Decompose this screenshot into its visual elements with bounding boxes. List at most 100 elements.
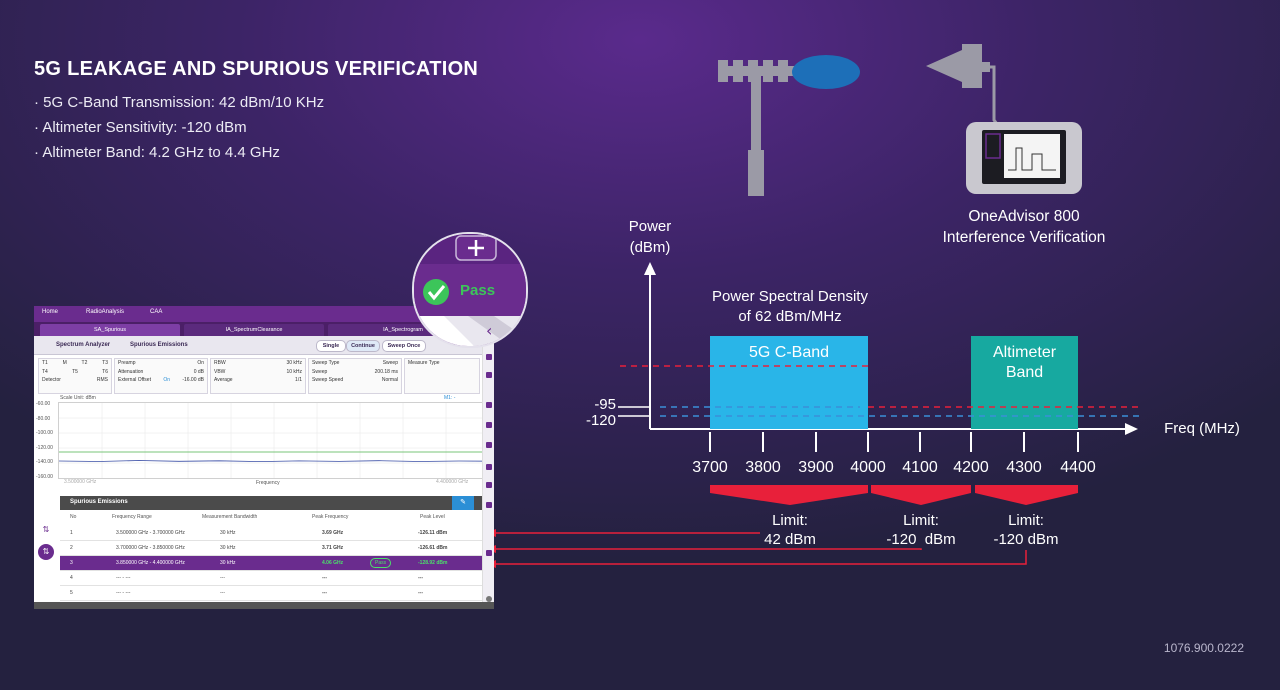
cell-bw: 30 kHz [220,530,236,536]
oneadvisor-device-icon [966,122,1082,194]
cell-peak-freq: 3.69 GHz [322,530,344,536]
freq-label: Frequency [256,480,280,486]
marker-table-icon[interactable] [486,502,492,508]
table-title: Spurious Emissions [70,499,128,505]
limit-connectors [494,532,1027,565]
bullet-cband-transmission: · 5G C-Band Transmission: 42 dBm/10 KHz [34,94,325,111]
analyzer-y-tick: -160.00 [36,473,53,480]
table-row[interactable]: 5--- - ------------ [60,586,482,601]
cell-bw: 30 kHz [220,545,236,551]
col-peak-level: Peak Level [420,514,445,520]
camera-icon[interactable] [486,550,492,556]
limit-bracket-altimeter [975,485,1078,505]
sweep-once-button[interactable]: Sweep Once [382,340,426,352]
x-tick-label: 4100 [902,459,938,476]
pass-badge: Pass [370,558,392,568]
help-icon[interactable] [486,596,492,602]
cell-no: 1 [70,530,73,536]
cell-bw: --- [220,575,225,581]
stop-freq[interactable]: 4.400000 GHz [436,479,469,485]
analyzer-y-tick: -80.00 [36,415,51,422]
mode-label: Spectrum Analyzer [56,342,111,348]
limit-gap-line2: -120 dBm [886,531,956,548]
analyzer-y-tick: -100.00 [36,430,53,436]
save-icon[interactable] [486,422,492,428]
x-tick-label: 4200 [953,459,989,476]
bullet-altimeter-band: · Altimeter Band: 4.2 GHz to 4.4 GHz [34,144,280,161]
altimeter-label-line2: Band [1005,364,1044,381]
spectrum-plot[interactable] [58,402,490,479]
folder-icon[interactable] [486,442,492,448]
cell-peak-level: -128.92 dBm [418,560,448,566]
cell-no: 4 [70,575,73,581]
antenna-icon [718,55,860,196]
settings-icon[interactable] [486,354,492,360]
device-screen [982,130,1066,184]
receiver-antenna-icon [926,44,1002,129]
peak-marker-icon[interactable] [486,482,492,488]
device-label-line1: OneAdvisor 800 [968,208,1080,225]
bullet-altimeter-sensitivity: · Altimeter Sensitivity: -120 dBm [34,119,247,136]
refresh-icon[interactable]: ⇅ [38,544,54,560]
device-label-line2: Interference Verification [942,229,1106,246]
cell-range: --- - --- [116,590,131,596]
spurious-table-header: Spurious Emissions ✎ [60,496,482,510]
lock-icon[interactable] [486,402,492,408]
table-row[interactable]: 1 3.500000 GHz - 3.700000 GHz 30 kHz 3.69 G… [60,526,482,541]
nav-caa[interactable]: CAA [150,309,163,315]
cell-peak-level: -126.11 dBm [418,530,448,536]
marker-icon[interactable] [486,464,492,470]
y-tick-label-minus95: -95 [594,396,616,413]
continue-button[interactable]: Continue [346,340,380,352]
sync-icon[interactable]: ⇅ [42,525,50,534]
x-tick-label: 4400 [1060,459,1096,476]
cband-label: 5G C-Band [748,344,830,361]
cell-no: 2 [70,545,73,551]
nav-radio-analysis[interactable]: RadioAnalysis [86,309,125,315]
altimeter-label-line1: Altimeter [992,344,1057,361]
x-axis-label: Freq (MHz) [1164,420,1240,437]
y-tick-label-minus120: -120 [585,412,616,429]
start-freq[interactable]: 3.500000 GHz [64,479,97,485]
cell-peak-level: --- [418,590,423,596]
limit-gap-line1: Limit: [903,512,939,529]
pass-label: Pass [460,282,496,299]
right-toolbar [482,322,494,609]
tab-sa-spurious[interactable]: SA_Spurious [40,324,180,336]
limit-cband-line1: Limit: [772,512,808,529]
page-title: 5G LEAKAGE AND SPURIOUS VERIFICATION [34,58,479,80]
nav-home[interactable]: Home [42,309,59,315]
wrench-icon[interactable]: ✎ [452,496,474,510]
limit-altimeter-line2: -120 dBm [993,531,1059,548]
table-row[interactable]: 4--- - ------------ [60,571,482,586]
limit-bracket-gap [871,485,971,505]
cell-peak-level: --- [418,575,423,581]
cell-peak-freq: --- [322,590,327,596]
psd-label-line1: Power Spectral Density [712,288,868,305]
measure-type-box[interactable]: Measure Type [404,358,480,394]
marker-note: M1: - [444,395,456,401]
cell-bw: 30 kHz [220,560,236,566]
cell-no: 5 [70,590,73,596]
grid-icon[interactable] [486,372,492,378]
cband-block [710,336,868,429]
tab-ia-spectrum-clearance[interactable]: IA_SpectrumClearance [184,324,324,336]
single-button[interactable]: Single [316,340,346,352]
col-no: No [70,514,77,520]
analyzer-y-tick: -120.00 [36,444,53,451]
cell-range: 3.700000 GHz - 3.850000 GHz [116,545,185,551]
pass-magnifier: ‹ Pass [412,232,528,348]
x-tick-label: 4300 [1006,459,1042,476]
cell-range: 3.500000 GHz - 3.700000 GHz [116,530,185,536]
analyzer-tabs: SA_Spurious IA_SpectrumClearance IA_Spec… [34,322,494,336]
analyzer-y-tick: -60.00 [36,401,51,407]
